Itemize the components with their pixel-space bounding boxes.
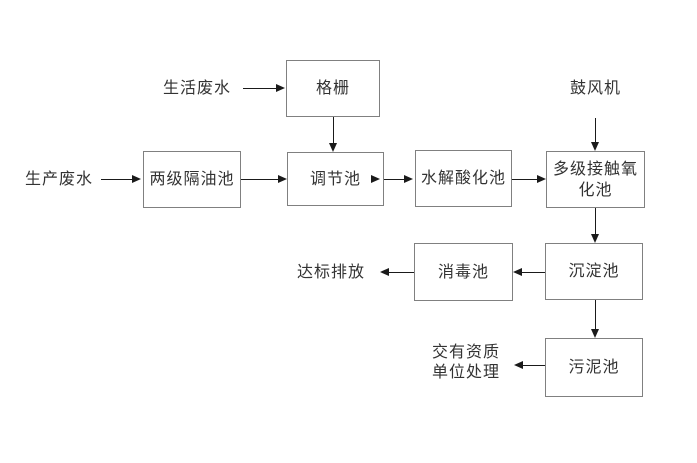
node-sludge-tank-label: 污泥池 — [568, 359, 620, 376]
connector-hydrolysis-to-oxidation-arrowhead-icon — [537, 175, 546, 183]
label-qualified-unit-line2: 单位处理 — [432, 364, 501, 381]
connector-grille-to-regulating-arrowhead-icon — [329, 143, 337, 152]
node-grille: 格栅 — [286, 60, 380, 117]
node-regulating-tank: 调节池 — [287, 152, 384, 206]
label-blower: 鼓风机 — [570, 80, 622, 97]
connector-oxidation-to-sedimentation-line — [595, 208, 596, 234]
node-oxidation-tank: 多级接触氧 化池 — [546, 151, 645, 208]
node-oxidation-tank-label-line2: 化池 — [578, 181, 613, 199]
node-sedimentation-tank: 沉淀池 — [545, 243, 643, 300]
connector-disinfection-to-discharge-line — [389, 272, 414, 273]
node-sludge-tank: 污泥池 — [545, 338, 643, 397]
label-production-wastewater: 生产废水 — [25, 171, 94, 188]
connector-disinfection-to-discharge-arrowhead-icon — [380, 268, 389, 276]
connector-sedimentation-to-disinfection-arrowhead-icon — [513, 268, 522, 276]
node-hydrolysis-tank: 水解酸化池 — [415, 150, 512, 207]
connector-oxidation-to-sedimentation-arrowhead-icon — [591, 234, 599, 243]
connector-regulating-to-hydrolysis-arrowhead-icon — [404, 175, 413, 183]
connector-grille-to-regulating-line — [333, 117, 334, 143]
node-oxidation-tank-label-line1: 多级接触氧 — [552, 160, 638, 178]
node-hydrolysis-tank-label: 水解酸化池 — [420, 170, 506, 187]
label-qualified-unit-line1: 交有资质 — [432, 344, 501, 361]
connector-production-to-oil-arrowhead-icon — [132, 175, 141, 183]
connector-production-to-oil-line — [101, 179, 132, 180]
connector-regulating-to-hydrolysis-arrowhead-inner-icon — [371, 175, 380, 183]
connector-sludge-to-qualified-line — [523, 365, 545, 366]
connector-domestic-to-grille-arrowhead-icon — [276, 84, 285, 92]
node-disinfection-tank-label: 消毒池 — [437, 263, 489, 281]
connector-sludge-to-qualified-arrowhead-icon — [514, 361, 523, 369]
node-grille-label: 格栅 — [315, 80, 350, 97]
node-oil-separator-label: 两级隔油池 — [149, 171, 235, 188]
node-regulating-tank-label: 调节池 — [309, 170, 361, 188]
connector-blower-to-oxidation-line — [595, 118, 596, 142]
connector-regulating-to-hydrolysis-line — [384, 179, 404, 180]
node-sedimentation-tank-label: 沉淀池 — [568, 263, 620, 280]
connector-sedimentation-to-disinfection-line — [522, 272, 545, 273]
node-oil-separator: 两级隔油池 — [143, 151, 241, 208]
label-qualified-unit-disposal: 交有资质 单位处理 — [432, 343, 522, 383]
connector-sedimentation-to-sludge-arrowhead-icon — [591, 329, 599, 338]
connector-oil-to-regulating-arrowhead-icon — [278, 175, 287, 183]
connector-oil-to-regulating-line — [241, 179, 278, 180]
label-domestic-wastewater: 生活废水 — [163, 80, 232, 97]
label-standard-discharge: 达标排放 — [297, 264, 366, 281]
connector-blower-to-oxidation-arrowhead-icon — [591, 142, 599, 151]
connector-hydrolysis-to-oxidation-line — [512, 179, 537, 180]
connector-domestic-to-grille-line — [243, 88, 276, 89]
node-disinfection-tank: 消毒池 — [414, 243, 513, 301]
connector-sedimentation-to-sludge-line — [595, 300, 596, 329]
